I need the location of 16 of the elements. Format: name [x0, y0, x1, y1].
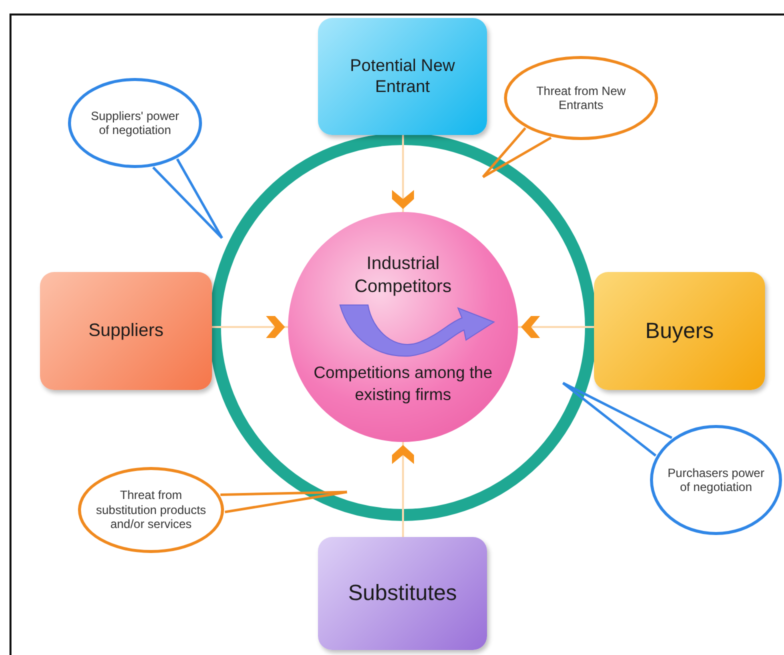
- box-label: Potential New Entrant: [349, 56, 456, 97]
- callout-text: Suppliers' power of negotiation: [90, 108, 180, 138]
- callout-text: Threat from substitution products and/or services: [95, 488, 207, 532]
- circle-heading: Industrial Competitors: [353, 252, 453, 298]
- box-label: Buyers: [645, 318, 714, 344]
- force-box: [318, 18, 487, 135]
- circle-caption: Competitions among the existing firms: [313, 363, 493, 406]
- callout-text: Purchasers power of negotiation: [667, 466, 765, 494]
- box-label: Substitutes: [348, 580, 457, 607]
- force-box: [40, 272, 212, 390]
- box-label: Suppliers: [88, 320, 164, 342]
- leader-line: [176, 158, 224, 239]
- callout-text: Threat from New Entrants: [535, 84, 627, 112]
- leader-line: [562, 382, 656, 457]
- force-box: [594, 272, 765, 390]
- force-box: [318, 537, 487, 650]
